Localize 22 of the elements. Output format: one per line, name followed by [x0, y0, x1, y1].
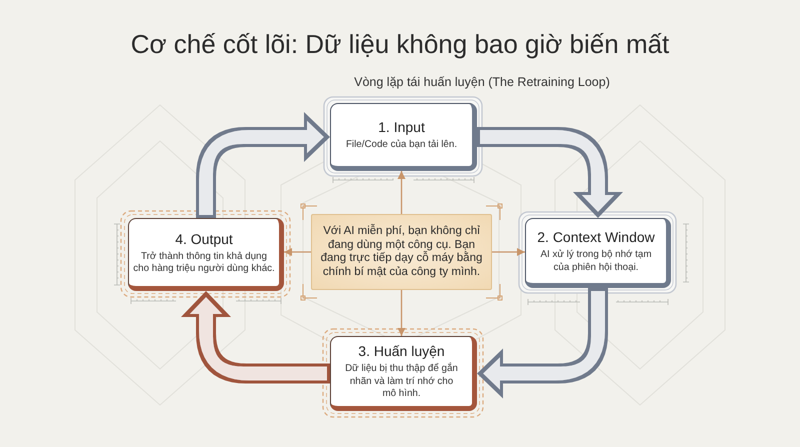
arrow [284, 248, 311, 256]
highlight-box [311, 214, 492, 290]
arrow [398, 290, 406, 336]
node-text: Dữ liệu bị thu thập để gắn nhãn và làm trí nhớ cho mô hình. [344, 363, 459, 401]
node-text: File/Code của bạn tải lên. [346, 139, 458, 152]
loop-arrow [477, 127, 623, 218]
note-text: Với AI miễn phí, bạn không chỉ đang dùng một công cụ. Bạn đang trực tiếp dạy cỗ máy bằng chính bí mật của công ty mình. [320, 225, 484, 279]
process-card [330, 103, 477, 171]
process-card [525, 218, 671, 288]
node-title: 2. Context Window [537, 228, 655, 246]
arrow [492, 248, 525, 256]
node-title: 1. Input [378, 118, 425, 136]
node-title: 3. Huấn luyện [358, 342, 445, 360]
subtitle: Vòng lặp tái huấn luyện (The Retraining Loop) [353, 74, 611, 90]
arrow [398, 171, 406, 214]
process-card [330, 336, 477, 411]
node-text: Trở thành thông tin khả dụng cho hàng triệu người dùng khác. [133, 250, 275, 276]
node-text: AI xử lý trong bộ nhớ tạm của phiên hội thoại. [540, 249, 652, 274]
node-title: 4. Output [175, 230, 233, 248]
process-card [128, 218, 284, 291]
loop-arrow [181, 291, 330, 384]
title: Cơ chế cốt lõi: Dữ liệu không bao giờ biến mất [130, 28, 670, 60]
